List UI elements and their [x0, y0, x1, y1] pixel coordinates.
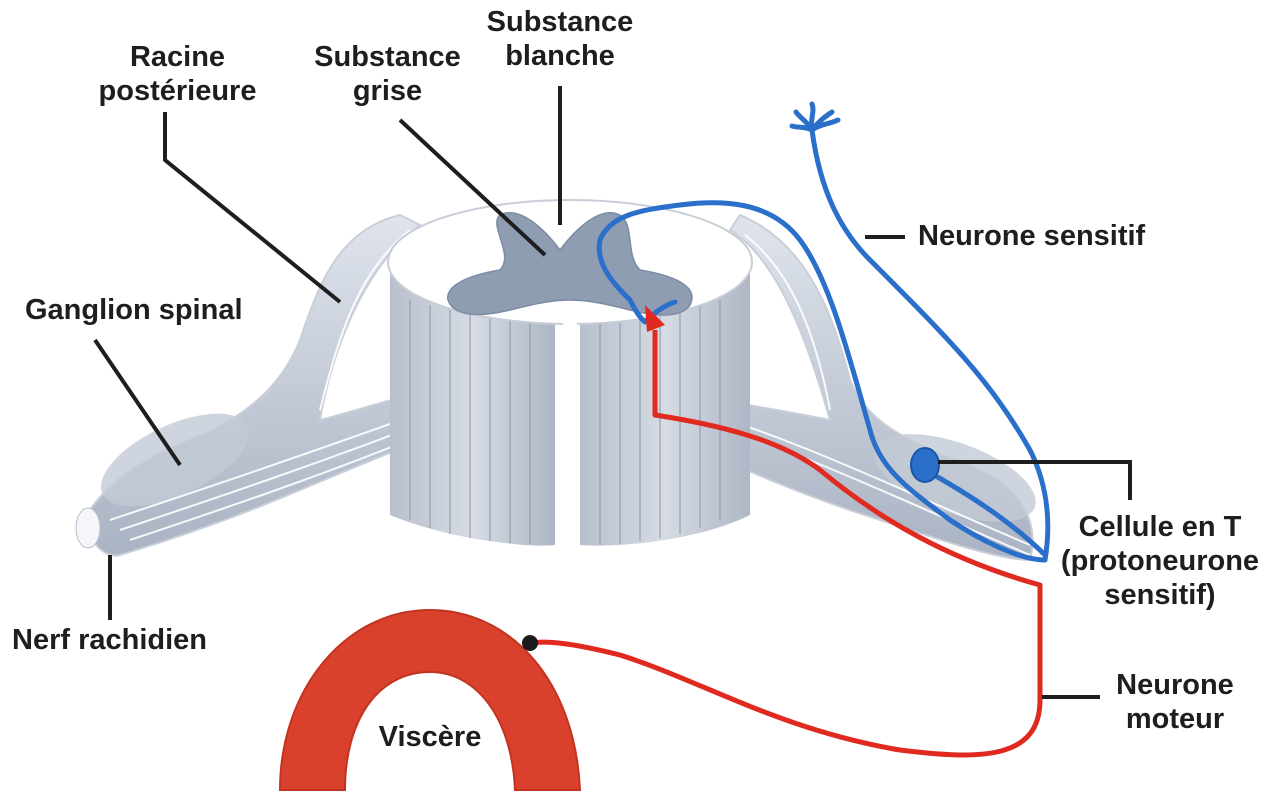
label-viscere: Viscère — [355, 720, 505, 754]
label-racine-posterieure: Racine postérieure — [85, 40, 270, 108]
label-neurone-moteur: Neurone moteur — [1095, 668, 1255, 736]
spinal-cord — [388, 200, 752, 548]
label-ganglion-spinal: Ganglion spinal — [25, 293, 243, 327]
label-substance-blanche: Substance blanche — [465, 5, 655, 73]
motor-end-dot — [522, 635, 538, 651]
label-cellule-en-t: Cellule en T (protoneurone sensitif) — [1055, 510, 1265, 612]
label-neurone-sensitif: Neurone sensitif — [918, 219, 1145, 253]
label-nerf-rachidien: Nerf rachidien — [12, 623, 207, 657]
t-cell-body — [911, 448, 939, 482]
label-substance-grise: Substance grise — [295, 40, 480, 108]
